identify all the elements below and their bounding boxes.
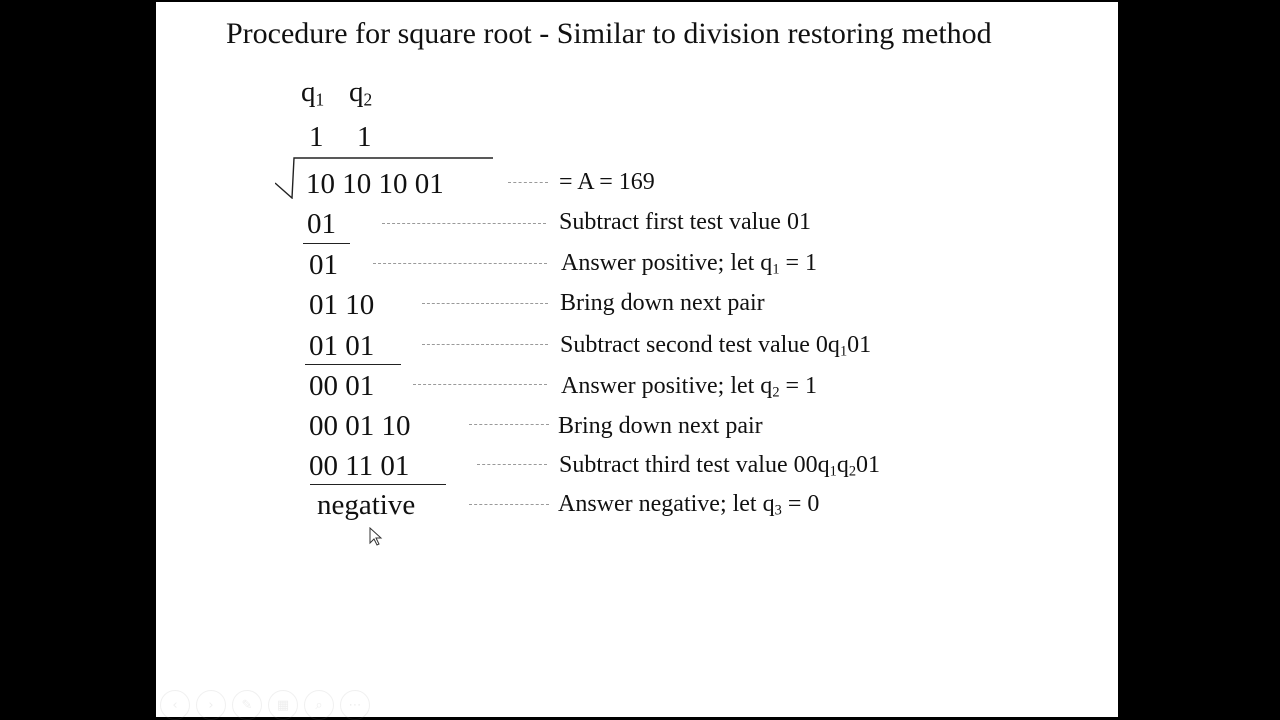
step-value-7: 00 11 01 <box>309 450 410 482</box>
quotient-label-q2: q2 <box>349 76 373 110</box>
step-value-1: 01 <box>307 208 336 240</box>
leader-line <box>477 464 547 465</box>
step-value-5: 00 01 <box>309 370 375 402</box>
step-value-2: 01 <box>309 249 338 281</box>
step-annotation-6: Bring down next pair <box>558 413 763 439</box>
step-annotation-5: Answer positive; let q2 = 1 <box>561 373 818 401</box>
leader-line <box>413 384 547 385</box>
square-root-symbol <box>275 157 493 199</box>
leader-line <box>422 303 548 304</box>
subtraction-rule <box>310 484 446 485</box>
previous-slide-button[interactable]: ‹ <box>160 690 190 720</box>
radicand: 10 10 10 01 <box>306 168 444 200</box>
leader-line <box>508 182 548 183</box>
mouse-cursor-icon <box>369 527 383 546</box>
slide: Procedure for square root - Similar to d… <box>156 2 1118 720</box>
leader-line <box>422 344 548 345</box>
leader-line <box>382 223 546 224</box>
leader-line <box>373 263 547 264</box>
step-annotation-3: Bring down next pair <box>560 290 765 316</box>
slide-title: Procedure for square root - Similar to d… <box>226 17 992 50</box>
step-value-8: negative <box>317 489 416 521</box>
radicand-annotation: = A = 169 <box>559 169 655 195</box>
see-all-slides-button[interactable]: ▦ <box>268 690 298 720</box>
quotient-label-q1: q1 <box>301 76 325 110</box>
step-value-4: 01 01 <box>309 330 375 362</box>
more-icon: ⋯ <box>348 697 362 713</box>
step-annotation-7: Subtract third test value 00q1q201 <box>559 452 881 480</box>
more-options-button[interactable]: ⋯ <box>340 690 370 720</box>
zoom-icon: ⌕ <box>315 697 323 713</box>
step-annotation-1: Subtract first test value 01 <box>559 209 811 235</box>
quotient-digit-1: 1 <box>309 121 324 153</box>
next-icon: › <box>208 697 214 713</box>
subtraction-rule <box>305 364 401 365</box>
presenter-toolbar: ‹ › ✎ ▦ ⌕ ⋯ <box>160 690 370 720</box>
previous-icon: ‹ <box>172 697 178 713</box>
quotient-digit-2: 1 <box>357 121 372 153</box>
subtraction-rule <box>303 243 350 244</box>
step-value-6: 00 01 10 <box>309 410 411 442</box>
next-slide-button[interactable]: › <box>196 690 226 720</box>
pen-icon: ✎ <box>241 697 253 713</box>
slides-icon: ▦ <box>276 697 290 713</box>
step-value-3: 01 10 <box>309 289 375 321</box>
zoom-button[interactable]: ⌕ <box>304 690 334 720</box>
leader-line <box>469 424 549 425</box>
step-annotation-4: Subtract second test value 0q101 <box>560 332 872 360</box>
pen-button[interactable]: ✎ <box>232 690 262 720</box>
step-annotation-8: Answer negative; let q3 = 0 <box>558 491 820 519</box>
leader-line <box>469 504 549 505</box>
step-annotation-2: Answer positive; let q1 = 1 <box>561 250 818 278</box>
